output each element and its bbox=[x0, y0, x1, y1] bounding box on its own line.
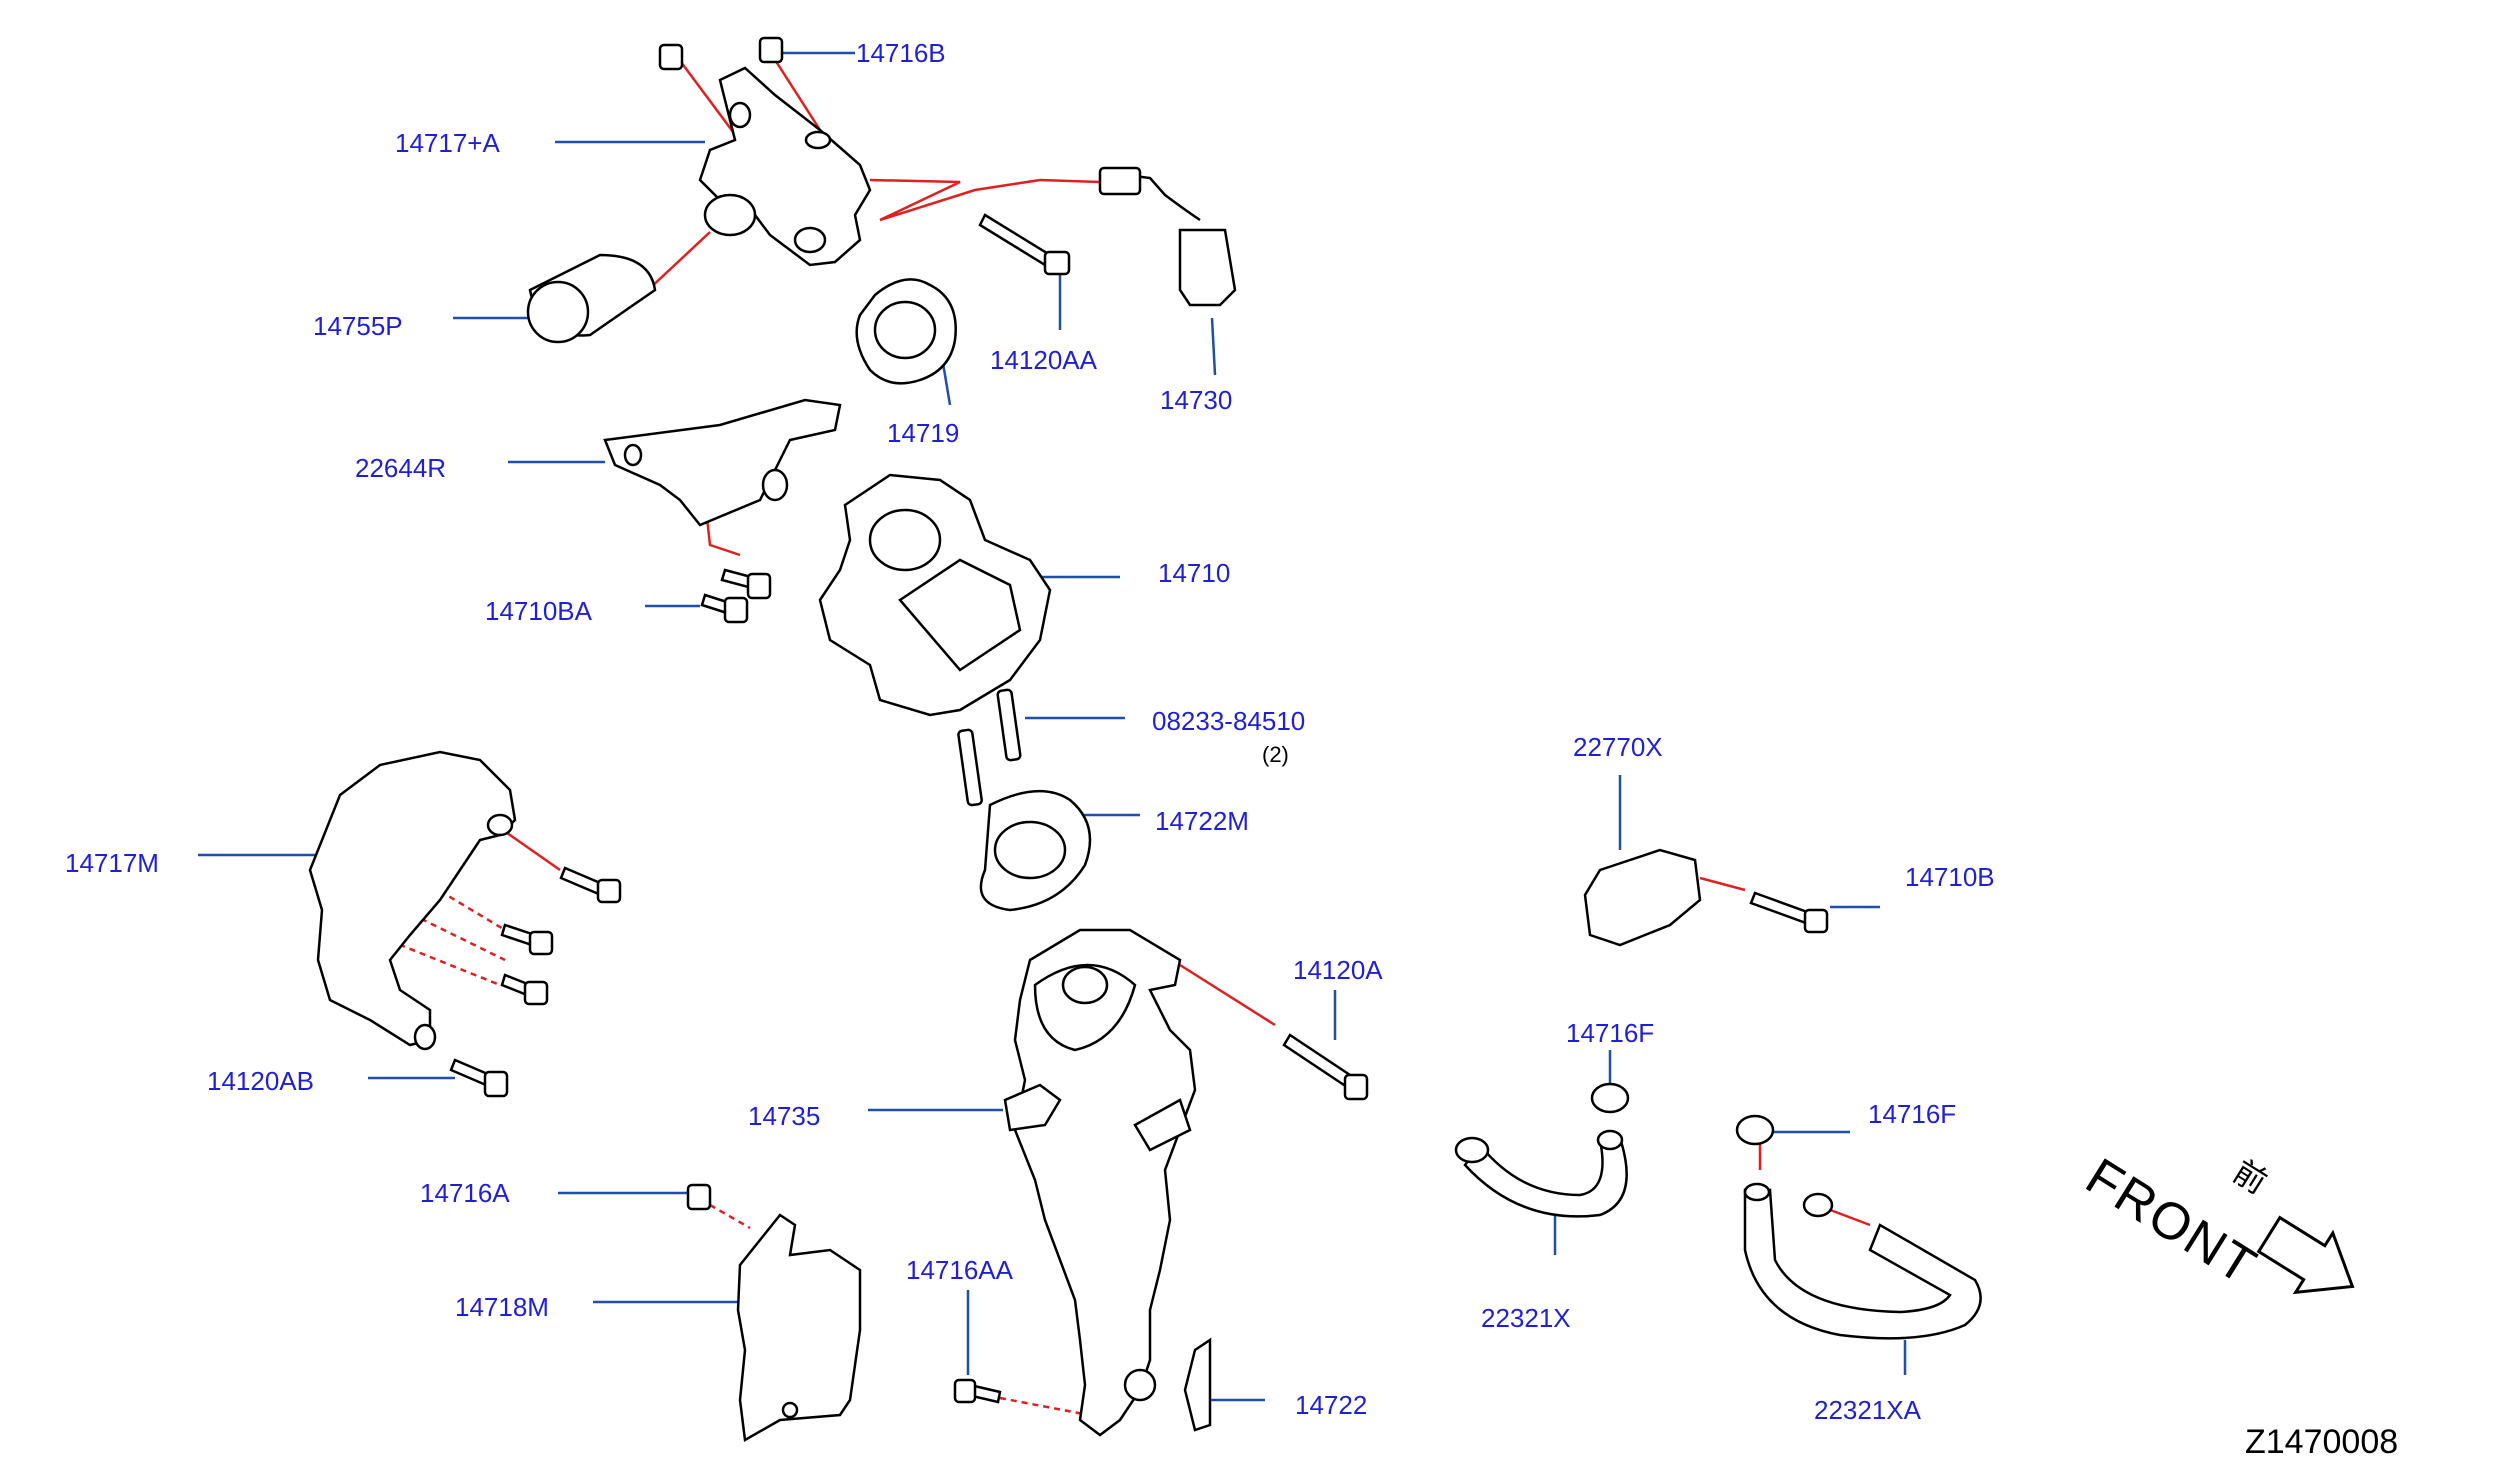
gasket-14722M bbox=[979, 789, 1092, 912]
heat-shield-14718M bbox=[736, 1213, 862, 1443]
bolt-14710BA-upper bbox=[720, 568, 772, 600]
callout-22644R: 22644R bbox=[355, 453, 447, 483]
callout-14710BA: 14710BA bbox=[485, 596, 592, 626]
callout-14719: 14719 bbox=[887, 418, 960, 448]
quantity-note: (2) bbox=[1262, 742, 1289, 767]
bolt-14710BA-lower bbox=[700, 593, 749, 624]
callout-14716F-upper: 14716F bbox=[1566, 1018, 1655, 1048]
callout-14120AA: 14120AA bbox=[990, 345, 1097, 375]
bracket-22644R bbox=[603, 398, 842, 527]
thermostat-housing-14717A bbox=[698, 66, 872, 267]
callout-14710B: 14710B bbox=[1905, 862, 1995, 892]
gasket-14719 bbox=[855, 278, 957, 385]
callout-14716F-lower: 14716F bbox=[1868, 1099, 1957, 1129]
front-arrow-icon bbox=[2256, 1215, 2355, 1295]
studs-08233-84510 bbox=[957, 688, 1022, 807]
callout-14716A: 14716A bbox=[420, 1178, 510, 1208]
callout-14717M: 14717M bbox=[65, 848, 159, 878]
callout-14722M: 14722M bbox=[1155, 806, 1249, 836]
callout-22321XA: 22321XA bbox=[1814, 1395, 1921, 1425]
sensor-22770X bbox=[1583, 848, 1702, 947]
egr-cooler-14735 bbox=[1003, 928, 1197, 1437]
bolt-14120AA bbox=[978, 213, 1071, 276]
bolt-14120AB bbox=[449, 1058, 509, 1098]
part-outlines bbox=[308, 36, 1982, 1443]
callout-14716AA: 14716AA bbox=[906, 1255, 1013, 1285]
nut-14716A bbox=[686, 1183, 712, 1211]
bolt-14120A bbox=[1282, 1033, 1369, 1101]
callout-22321X: 22321X bbox=[1481, 1303, 1571, 1333]
diagram-code: Z1470008 bbox=[2245, 1423, 2399, 1461]
nut-14716B-right bbox=[758, 36, 784, 64]
bracket-14717M bbox=[308, 750, 517, 1051]
hose-14755P bbox=[526, 253, 657, 344]
hose-22321XA bbox=[1743, 1182, 1982, 1340]
callout-14120A: 14120A bbox=[1293, 955, 1383, 985]
bolt-14710B bbox=[1749, 891, 1829, 934]
dashed-connector-lines bbox=[337, 838, 1116, 1422]
callout-14718M: 14718M bbox=[455, 1292, 549, 1322]
callout-14717A: 14717+A bbox=[395, 128, 500, 158]
clamp-14716F-lower bbox=[1735, 1114, 1775, 1146]
callout-14716B: 14716B bbox=[856, 38, 946, 68]
bolt-14716AA bbox=[953, 1378, 1002, 1404]
bolts-14717M bbox=[500, 866, 622, 1006]
callout-22770X: 22770X bbox=[1573, 732, 1663, 762]
leader-lines bbox=[198, 51, 1907, 1402]
egr-valve-14710 bbox=[818, 473, 1052, 717]
nut-14716B-left bbox=[658, 43, 684, 71]
callout-14730: 14730 bbox=[1160, 385, 1233, 415]
callout-14722: 14722 bbox=[1295, 1390, 1368, 1420]
gasket-14722 bbox=[1183, 1337, 1212, 1432]
callout-14710: 14710 bbox=[1158, 558, 1231, 588]
callout-08233-84510: 08233-84510 bbox=[1152, 706, 1306, 736]
hose-22321X bbox=[1454, 1129, 1628, 1218]
callout-14120AB: 14120AB bbox=[207, 1066, 314, 1096]
clamp-14716F-upper bbox=[1590, 1082, 1630, 1114]
callout-14735: 14735 bbox=[748, 1101, 821, 1131]
callout-14755P: 14755P bbox=[313, 311, 403, 341]
sensor-14730 bbox=[1098, 166, 1237, 307]
